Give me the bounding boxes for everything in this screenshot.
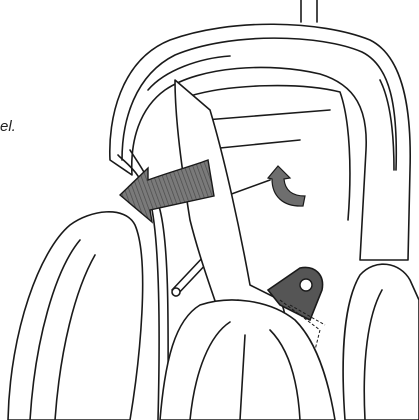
- headrest-post: [301, 0, 317, 22]
- right-side-wing: [343, 264, 419, 420]
- left-side-wing: [8, 212, 143, 420]
- small-curved-arrow-icon: [268, 166, 305, 206]
